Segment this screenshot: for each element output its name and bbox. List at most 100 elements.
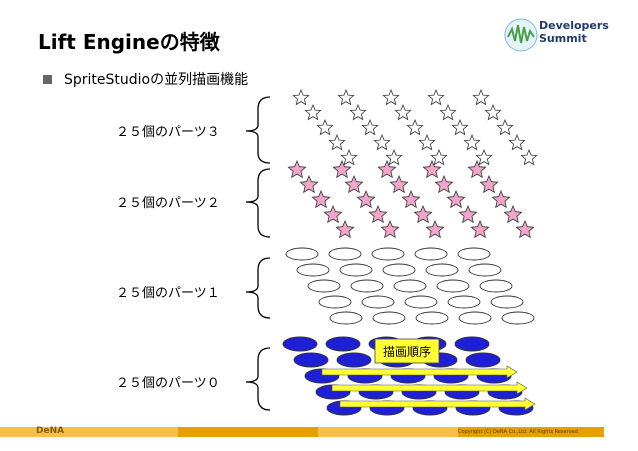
outline-star-icon — [328, 133, 346, 151]
parts-1-ellipses — [285, 247, 535, 325]
pink-star-icon — [425, 219, 445, 239]
outline-star-icon — [385, 148, 403, 166]
pink-star-icon — [434, 174, 454, 194]
white-ellipse — [361, 295, 395, 309]
white-ellipse — [457, 247, 491, 261]
white-ellipse — [436, 279, 470, 293]
pink-star-icon — [491, 189, 511, 209]
pink-star-icon — [368, 204, 388, 224]
part-label-0: ２５個のパーツ０ — [116, 376, 220, 391]
outline-star-icon — [304, 103, 322, 121]
white-ellipse — [490, 295, 524, 309]
draw-order-label-box — [374, 338, 440, 364]
white-ellipse — [296, 263, 330, 277]
bullet-text: SpriteStudioの並列描画機能 — [64, 72, 249, 88]
white-ellipse — [285, 247, 319, 261]
white-ellipse — [307, 279, 341, 293]
page-title: Lift Engineの特徴 — [38, 30, 220, 54]
pink-star-icon — [503, 204, 523, 224]
blue-ellipse — [454, 336, 490, 352]
parts-3-stars — [292, 88, 538, 166]
pink-star-icon — [389, 174, 409, 194]
draw-order-arrow-icon — [339, 397, 536, 411]
pink-star-icon — [335, 219, 355, 239]
pink-star-icon — [413, 204, 433, 224]
white-ellipse — [328, 247, 362, 261]
pink-star-icon — [446, 189, 466, 209]
pink-star-icon — [332, 159, 352, 179]
developers-summit-logo: Developers Summit — [503, 15, 633, 55]
outline-star-icon — [430, 148, 448, 166]
outline-star-icon — [496, 118, 514, 136]
footer-segment-4 — [458, 427, 604, 437]
logo-text: Developers Summit — [539, 19, 609, 45]
bracket-3 — [245, 96, 271, 164]
white-ellipse — [425, 263, 459, 277]
outline-star-icon — [520, 148, 538, 166]
footer-segment-3 — [318, 427, 458, 437]
footer-segment-2 — [178, 427, 318, 437]
pink-star-icon — [377, 159, 397, 179]
pink-star-icon — [380, 219, 400, 239]
pink-star-icon — [458, 204, 478, 224]
pink-star-icon — [311, 189, 331, 209]
white-ellipse — [458, 311, 492, 325]
blue-ellipse — [325, 336, 361, 352]
outline-star-icon — [439, 103, 457, 121]
outline-star-icon — [475, 148, 493, 166]
white-ellipse — [414, 247, 448, 261]
pink-star-icon — [344, 174, 364, 194]
outline-star-icon — [292, 88, 310, 106]
outline-star-icon — [418, 133, 436, 151]
outline-star-icon — [451, 118, 469, 136]
pink-star-icon — [356, 189, 376, 209]
bracket-0 — [245, 347, 271, 411]
pink-star-icon — [287, 159, 307, 179]
pink-star-icon — [299, 174, 319, 194]
draw-order-arrows — [321, 365, 536, 411]
white-ellipse — [371, 247, 405, 261]
pink-star-icon — [401, 189, 421, 209]
pink-star-icon — [422, 159, 442, 179]
white-ellipse — [350, 279, 384, 293]
outline-star-icon — [316, 118, 334, 136]
white-ellipse — [447, 295, 481, 309]
bracket-1 — [245, 257, 271, 319]
footer-logo: DeNA — [36, 426, 65, 436]
outline-star-icon — [427, 88, 445, 106]
white-ellipse — [415, 311, 449, 325]
parts-2-stars — [287, 159, 535, 239]
white-ellipse — [501, 311, 535, 325]
blue-ellipse — [282, 336, 318, 352]
white-ellipse — [479, 279, 513, 293]
white-ellipse — [468, 263, 502, 277]
outline-star-icon — [463, 133, 481, 151]
outline-star-icon — [406, 118, 424, 136]
white-ellipse — [318, 295, 352, 309]
outline-star-icon — [361, 118, 379, 136]
pink-star-icon — [323, 204, 343, 224]
part-label-3: ２５個のパーツ３ — [116, 125, 220, 140]
footer-bar: DeNA Copyright (C) DeNA Co.,Ltd. All Rig… — [0, 426, 638, 437]
draw-order-label: 描画順序 — [383, 344, 431, 359]
pink-star-icon — [467, 159, 487, 179]
outline-star-icon — [472, 88, 490, 106]
outline-star-icon — [337, 88, 355, 106]
footer-segment-1 — [0, 427, 178, 437]
draw-order-arrow-icon — [331, 381, 528, 395]
bracket-2 — [245, 168, 271, 238]
outline-star-icon — [394, 103, 412, 121]
white-ellipse — [404, 295, 438, 309]
white-ellipse — [329, 311, 363, 325]
blue-ellipse — [465, 352, 501, 368]
part-label-2: ２５個のパーツ２ — [116, 196, 220, 211]
blue-ellipse — [293, 352, 329, 368]
pink-star-icon — [479, 174, 499, 194]
white-ellipse — [372, 311, 406, 325]
outline-star-icon — [508, 133, 526, 151]
white-ellipse — [393, 279, 427, 293]
part-label-1: ２５個のパーツ１ — [116, 286, 220, 301]
outline-star-icon — [340, 148, 358, 166]
draw-order-arrow-icon — [321, 365, 518, 379]
